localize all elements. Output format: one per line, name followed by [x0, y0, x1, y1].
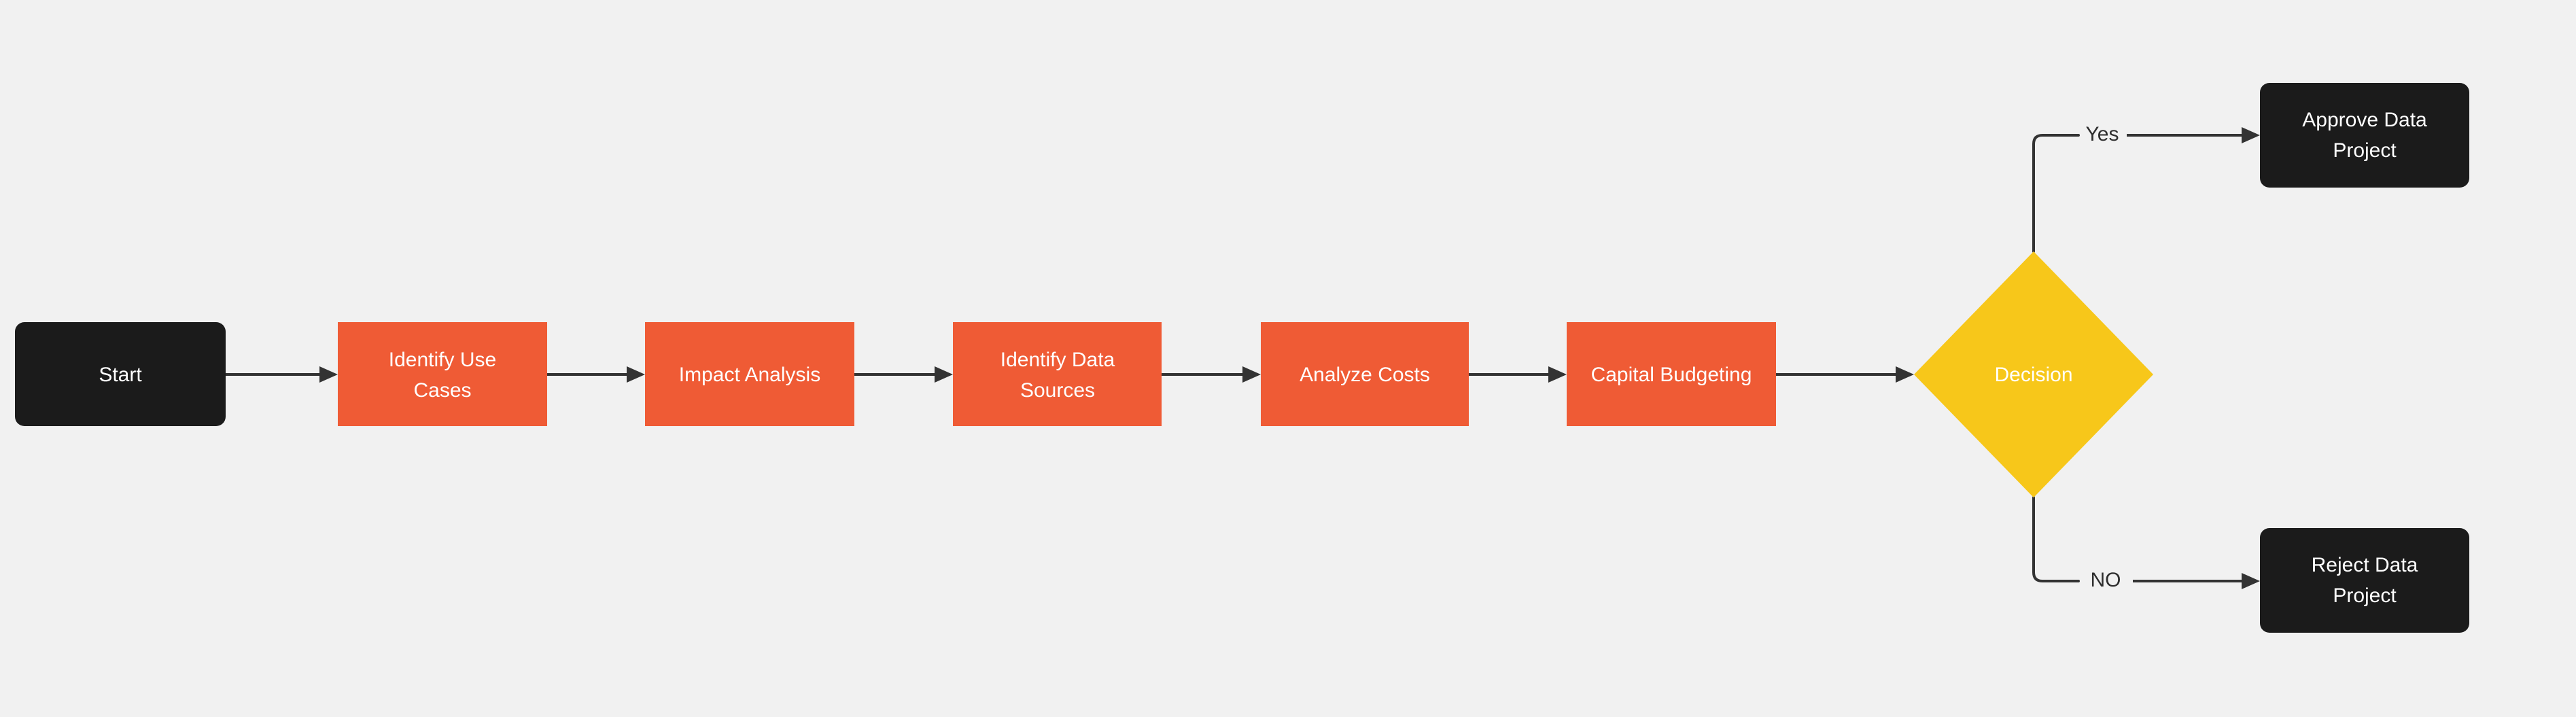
node-shape[interactable]: [2260, 83, 2469, 188]
arrow-head-icon: [1896, 366, 1914, 383]
node-label-line-1: Identify Use: [389, 349, 496, 371]
node-label-line-2: Project: [2333, 584, 2397, 607]
node-label: Start: [99, 364, 142, 386]
node-start[interactable]: Start: [15, 322, 226, 426]
edge-capital-budgeting-to-decision: [1776, 366, 1914, 383]
arrow-head-icon: [2242, 573, 2260, 589]
node-label-line-1: Approve Data: [2302, 109, 2427, 131]
edge-label-no: NO: [2091, 569, 2121, 591]
edge-identify-use-cases-to-impact-analysis: [547, 366, 645, 383]
node-label: Analyze Costs: [1300, 364, 1430, 386]
node-shape[interactable]: [2260, 528, 2469, 633]
arrow-head-icon: [627, 366, 645, 383]
node-label-line-2: Project: [2333, 139, 2397, 162]
node-shape[interactable]: [645, 322, 854, 426]
arrow-head-icon: [319, 366, 338, 383]
node-label-line-2: Sources: [1020, 379, 1095, 402]
arrow-head-icon: [935, 366, 953, 383]
node-label: Impact Analysis: [679, 364, 820, 386]
node-shape[interactable]: [15, 322, 226, 426]
node-label-line-1: Reject Data: [2312, 554, 2418, 576]
node-label: Decision: [1994, 364, 2072, 386]
edge-line: [2032, 134, 2080, 253]
node-shape[interactable]: [1914, 251, 2153, 497]
node-identify-data-sources[interactable]: Identify Data Sources: [953, 322, 1162, 426]
edge-decision-to-approve-yes: Yes: [2032, 123, 2260, 253]
arrow-head-icon: [2242, 127, 2260, 143]
node-shape[interactable]: [1261, 322, 1469, 426]
node-label: Capital Budgeting: [1591, 364, 1752, 386]
node-capital-budgeting[interactable]: Capital Budgeting: [1567, 322, 1776, 426]
edge-line: [2032, 496, 2080, 582]
arrow-head-icon: [1548, 366, 1567, 383]
edge-impact-analysis-to-identify-data-sources: [854, 366, 953, 383]
edge-analyze-costs-to-capital-budgeting: [1469, 366, 1567, 383]
edge-label-yes: Yes: [2086, 123, 2119, 145]
node-reject-data-project[interactable]: Reject Data Project: [2260, 528, 2469, 633]
node-approve-data-project[interactable]: Approve Data Project: [2260, 83, 2469, 188]
edge-decision-to-reject-no: NO: [2032, 496, 2260, 591]
arrow-head-icon: [1242, 366, 1261, 383]
node-group: Start Identify Use Cases Impact Analysis…: [15, 83, 2469, 633]
node-impact-analysis[interactable]: Impact Analysis: [645, 322, 854, 426]
node-shape[interactable]: [953, 322, 1162, 426]
node-decision[interactable]: Decision: [1914, 251, 2153, 497]
node-shape[interactable]: [1567, 322, 1776, 426]
edge-start-to-identify-use-cases: [226, 366, 338, 383]
node-label-line-1: Identify Data: [1000, 349, 1115, 371]
edge-identify-data-sources-to-analyze-costs: [1162, 366, 1261, 383]
node-shape[interactable]: [338, 322, 547, 426]
node-identify-use-cases[interactable]: Identify Use Cases: [338, 322, 547, 426]
edge-group: Yes NO: [226, 123, 2260, 591]
node-label-line-2: Cases: [413, 379, 471, 402]
node-analyze-costs[interactable]: Analyze Costs: [1261, 322, 1469, 426]
